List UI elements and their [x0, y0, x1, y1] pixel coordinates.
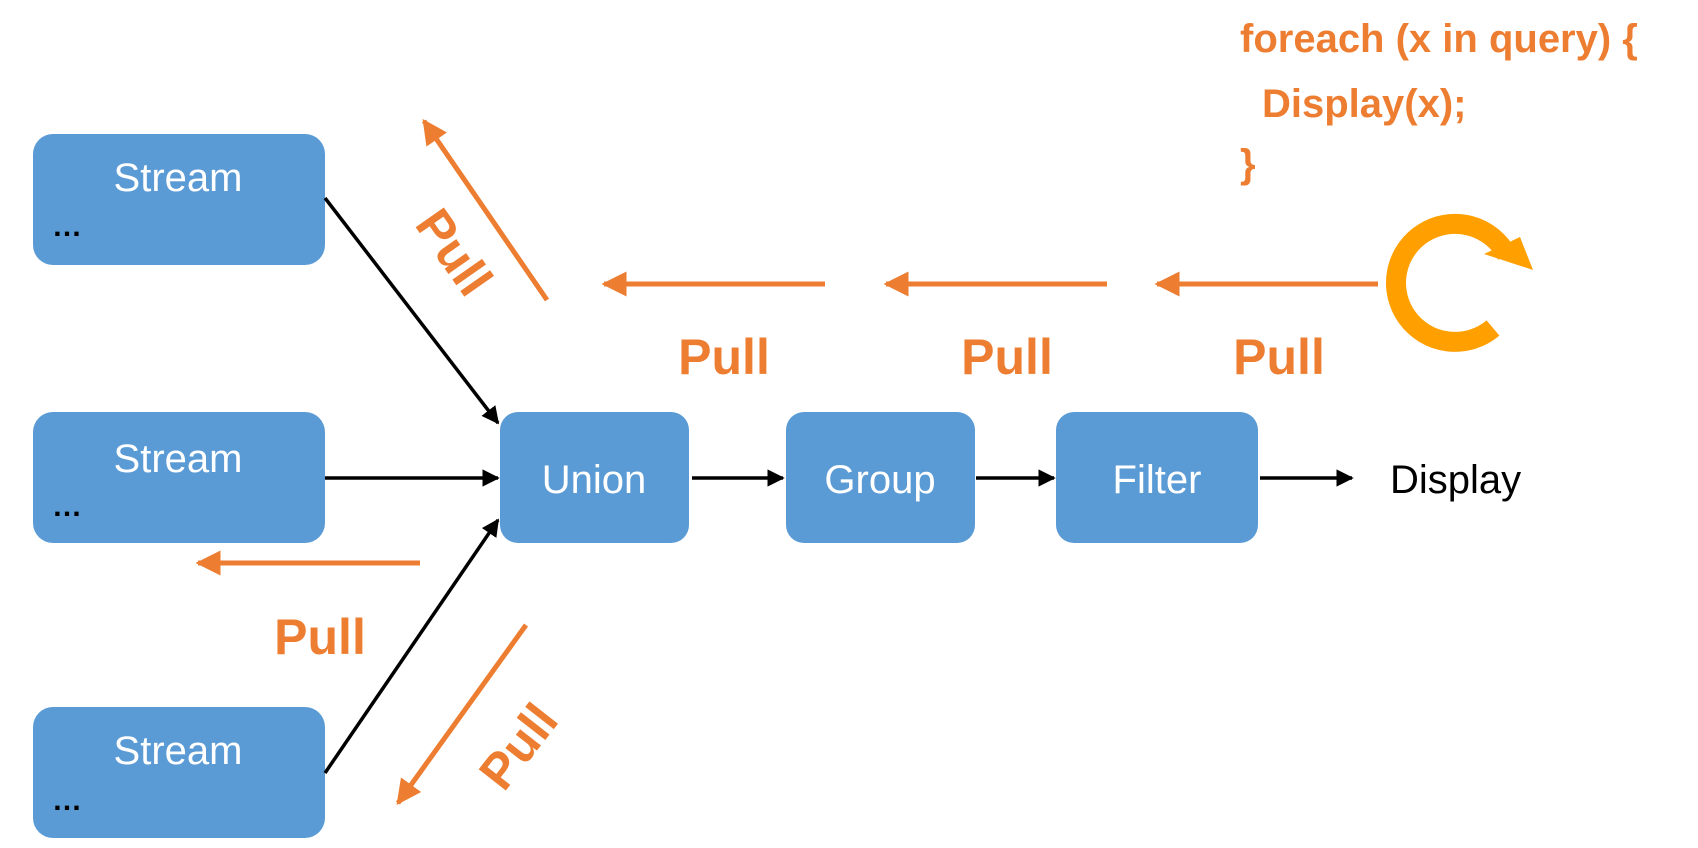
ellipsis-text: …	[52, 784, 82, 817]
group-node: Group	[786, 412, 975, 543]
code-line-1: foreach (x in query) {	[1240, 17, 1638, 61]
queue-item	[116, 209, 148, 241]
pull-label-middle-stream: Pull	[274, 609, 366, 665]
pull-arrow-top-stream	[421, 118, 550, 302]
refresh-loop-icon	[1386, 213, 1533, 352]
code-line-2: Display(x);	[1262, 82, 1467, 126]
stream-label: Stream	[114, 729, 243, 773]
ellipsis-text: …	[52, 490, 82, 523]
queue-item	[116, 489, 148, 521]
code-line-3: }	[1240, 142, 1256, 186]
stream-node-top: Stream …	[33, 134, 325, 265]
union-label: Union	[542, 458, 647, 502]
edge-stream-top-to-union	[323, 196, 500, 425]
union-node: Union	[500, 412, 689, 543]
edge-stream-bottom-to-union	[323, 518, 500, 774]
pull-label-group: Pull	[961, 329, 1053, 385]
display-output-label: Display	[1390, 458, 1521, 502]
stream-label: Stream	[114, 437, 243, 481]
queue-item	[158, 209, 190, 241]
pull-label-filter: Pull	[1233, 329, 1325, 385]
ellipsis-text: …	[52, 210, 82, 243]
group-label: Group	[824, 458, 935, 502]
stream-label: Stream	[114, 156, 243, 200]
stream-node-bottom: Stream …	[33, 707, 325, 838]
queue-item	[158, 489, 190, 521]
stream-node-middle: Stream …	[33, 412, 325, 543]
queue-item	[116, 783, 148, 815]
queue-item	[256, 209, 288, 241]
pull-label-union: Pull	[678, 329, 770, 385]
pull-arrow-bottom-stream	[395, 623, 529, 806]
queue-item	[256, 783, 288, 815]
queue-item	[210, 209, 242, 241]
queue-item	[210, 489, 242, 521]
foreach-code-snippet: foreach (x in query) { Display(x); }	[1240, 17, 1638, 186]
filter-label: Filter	[1113, 458, 1202, 502]
filter-node: Filter	[1056, 412, 1258, 543]
queue-item	[158, 783, 190, 815]
queue-item	[210, 783, 242, 815]
pull-label-bottom-stream: Pull	[468, 693, 569, 800]
queue-item	[256, 489, 288, 521]
